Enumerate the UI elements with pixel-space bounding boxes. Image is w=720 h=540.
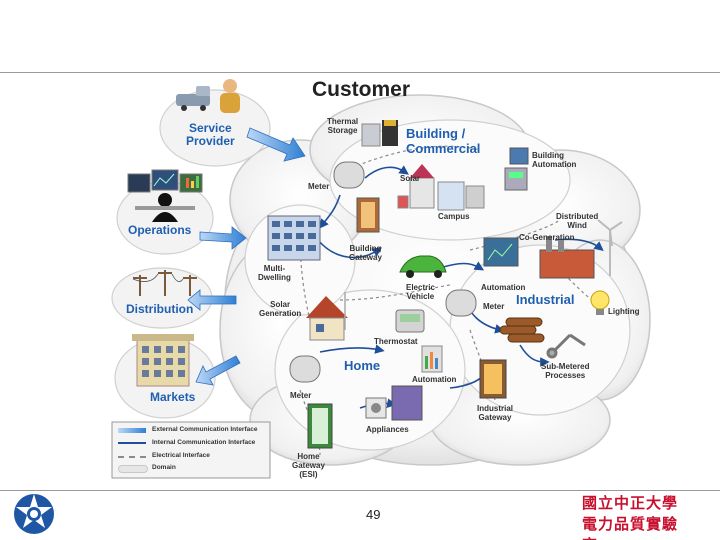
label-meter-mid: Meter [483,302,505,311]
legend-label: External Communication Interface [152,426,258,433]
service-provider-icon [176,79,240,113]
label-multi-dwelling: Multi- Dwelling [258,264,291,282]
label-thermal-storage: Thermal Storage [327,117,359,135]
domain-service-provider: Service Provider [186,121,235,148]
thermostat-icon [395,309,425,333]
legend-label: Electrical Interface [152,452,210,459]
legend-swatch [118,456,146,458]
label-thermostat: Thermostat [374,337,418,346]
label-solar: Solar [400,174,421,183]
building-gateway-icon [356,197,380,233]
institution-name: 國立中正大學 電力品質實驗 室 [582,494,679,540]
thermal-storage-icon [361,120,398,147]
meter-icons [289,161,477,383]
co-generation-icon [539,236,595,279]
domain-industrial: Industrial [516,292,575,307]
legend-swatch [118,428,146,433]
top-divider [0,72,720,73]
legend-swatch [118,442,146,444]
solar-generation-icon [306,292,348,341]
label-electric-vehicle: Electric Vehicle [406,283,435,301]
automation-industrial-icon [483,237,519,267]
operations-icon [127,169,203,222]
legend-label: Internal Communication Interface [152,439,256,446]
distribution-icon [132,270,197,296]
label-campus: Campus [438,212,470,221]
label-meter-home: Meter [290,391,312,400]
robot-arm-icon [546,333,586,359]
label-home-gateway: Home Gateway (ESI) [292,452,325,479]
domain-operations: Operations [128,223,192,237]
label-lighting: Lighting [608,307,640,316]
home-automation-icon [421,345,443,373]
home-gateway-icon [307,403,333,449]
label-co-generation: Co-Generation [519,233,575,242]
industrial-logs-icon [499,317,545,343]
appliances-icon [365,385,423,421]
page-number: 49 [366,507,381,522]
label-meter-top: Meter [308,182,330,191]
lighting-icon [590,290,610,315]
bottom-divider [0,490,720,491]
label-automation-mid: Automation [481,283,526,292]
label-sub-metered: Sub-Metered Processes [541,362,590,380]
multi-dwelling-icon [267,215,321,261]
electric-vehicle-icon [399,255,447,278]
legend-label: Domain [152,464,176,471]
domain-building-commercial: Building / Commercial [406,126,481,156]
distributed-wind-icon [597,219,623,276]
domain-distribution: Distribution [126,302,194,316]
building-automation-icon [504,147,529,191]
label-building-gateway: Building Gateway [349,244,382,262]
label-industrial-gateway: Industrial Gateway [477,404,514,422]
legend-swatch [118,465,148,473]
label-automation-home: Automation [412,375,457,384]
label-distributed-wind: Distributed Wind [556,212,599,230]
university-emblem-icon [14,494,54,534]
legend: External Communication Interface Interna… [112,424,270,478]
label-solar-generation: Solar Generation [259,300,302,318]
diagram-title: Customer [312,78,411,101]
external-arrows [187,127,306,386]
domain-markets: Markets [150,390,196,404]
industrial-gateway-icon [479,359,507,399]
label-building-automation: Building Automation [532,151,577,169]
label-appliances: Appliances [366,425,409,434]
campus-icon [397,164,485,211]
domain-home: Home [344,358,381,373]
markets-icon [132,334,194,387]
